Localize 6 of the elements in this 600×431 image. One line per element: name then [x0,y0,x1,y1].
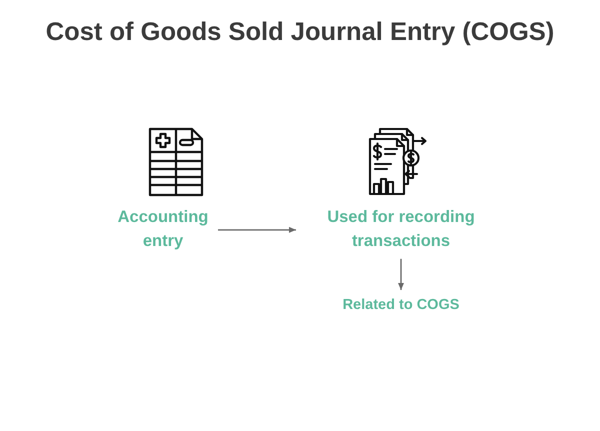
arrow [398,258,404,290]
title: Cost of Goods Sold Journal Entry (COGS) [46,17,554,48]
step-label: Related to COGS [342,295,460,316]
step-label: Accounting entry [113,206,213,254]
arrow [218,226,296,233]
step-label: Used for recording transactions [301,206,501,254]
